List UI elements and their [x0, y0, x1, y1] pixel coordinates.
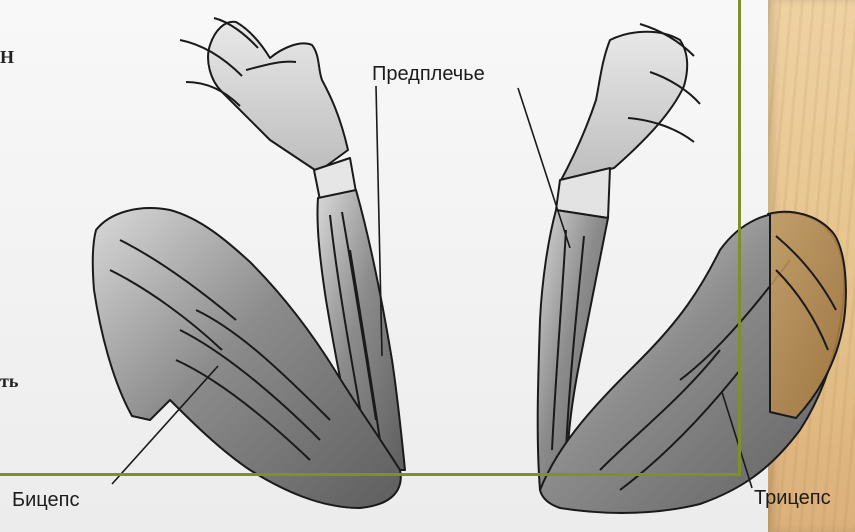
- triceps-highlight: [768, 212, 846, 418]
- triceps-label: Трицепс: [754, 487, 831, 509]
- biceps-label: Бицепс: [12, 489, 79, 511]
- forearm-pointer-right: [518, 88, 570, 248]
- forearm-label: Предплечье: [372, 63, 485, 85]
- right-hand: [560, 32, 687, 182]
- right-arm: [538, 24, 846, 513]
- left-arm: [93, 18, 405, 508]
